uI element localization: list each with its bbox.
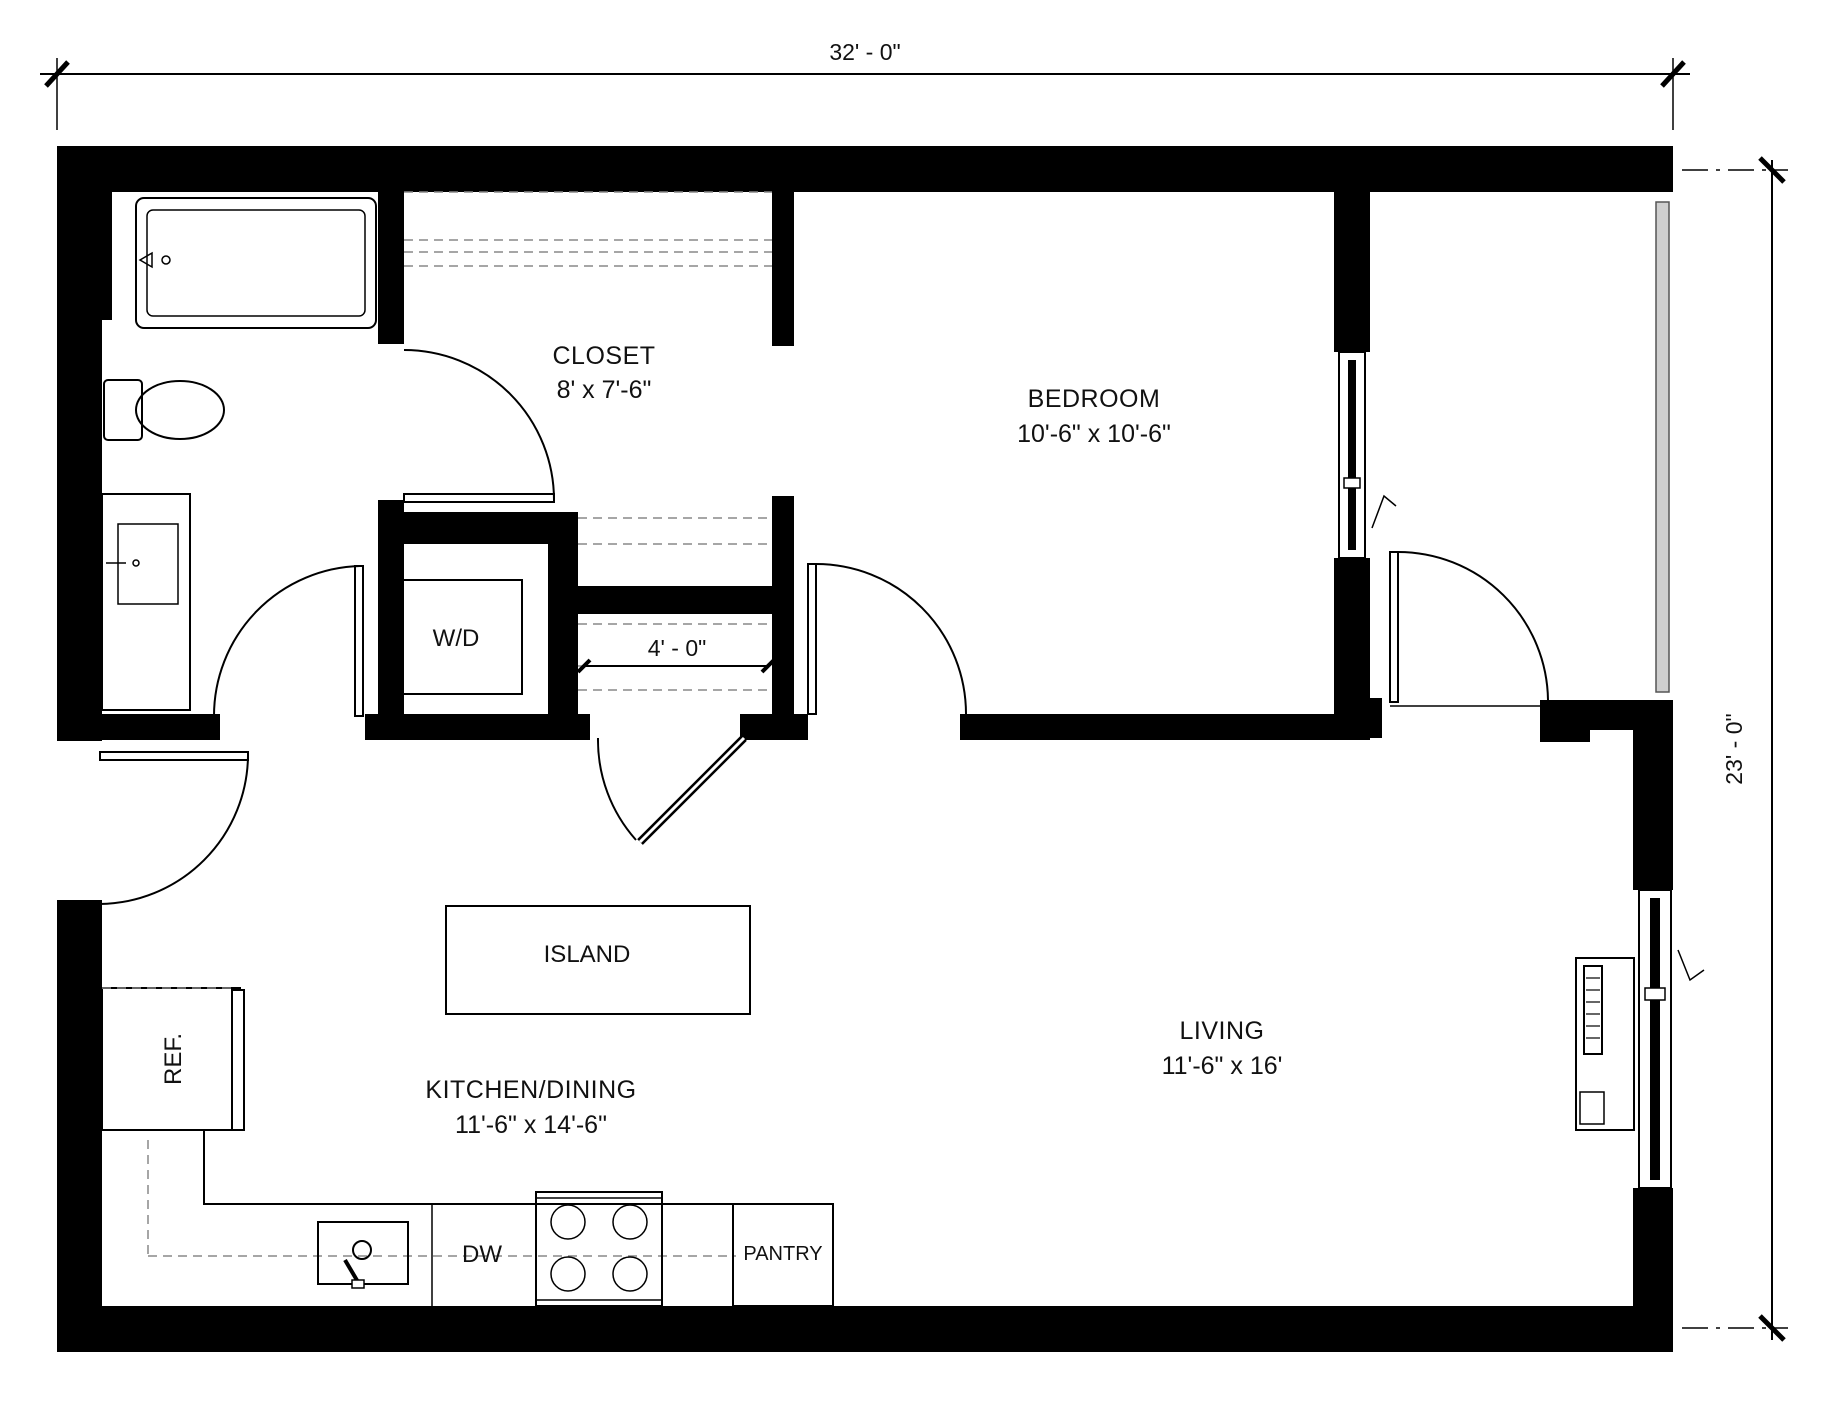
hvac-unit <box>1575 957 1635 1131</box>
room-living: LIVING 11'-6" x 16' <box>1162 1017 1283 1080</box>
pantry: PANTRY <box>732 1203 834 1307</box>
exterior-walls <box>57 146 1673 1352</box>
refrigerator: REF. <box>101 987 245 1131</box>
room-closet: CLOSET 8' x 7'-6" <box>552 342 655 404</box>
depth-dimension-label: 23' - 0" <box>1721 713 1747 784</box>
kitchen-name: KITCHEN/DINING <box>425 1076 636 1104</box>
vanity <box>101 493 191 711</box>
kitchen-sink <box>317 1221 409 1289</box>
bathtub <box>135 197 377 329</box>
closet-size: 8' x 7'-6" <box>557 376 652 404</box>
bedroom-size: 10'-6" x 10'-6" <box>1017 420 1171 448</box>
closet-shelving <box>404 191 772 691</box>
bedroom-name: BEDROOM <box>1028 385 1161 413</box>
counter <box>147 1130 736 1306</box>
room-bedroom: BEDROOM 10'-6" x 10'-6" <box>1017 385 1171 448</box>
dishwasher-label: DW <box>462 1241 502 1268</box>
living-name: LIVING <box>1180 1017 1265 1045</box>
windows <box>1338 201 1705 1189</box>
doors <box>99 349 1549 905</box>
interior-walls <box>100 192 1590 742</box>
toilet <box>103 379 225 441</box>
dimension-depth: 23' - 0" <box>1682 156 1788 1342</box>
washer-dryer: W/D <box>389 579 523 695</box>
island-label: ISLAND <box>544 941 631 968</box>
kitchen-size: 11'-6" x 14'-6" <box>455 1111 607 1139</box>
dishwasher: DW <box>462 1241 502 1268</box>
pantry-label: PANTRY <box>743 1243 822 1265</box>
closet-name: CLOSET <box>552 342 655 370</box>
closet-width-label: 4' - 0" <box>648 635 707 661</box>
refrigerator-label: REF. <box>160 1033 187 1085</box>
width-dimension-label: 32' - 0" <box>829 39 900 65</box>
living-size: 11'-6" x 16' <box>1162 1052 1283 1080</box>
island: ISLAND <box>445 905 751 1015</box>
dimension-width: 32' - 0" <box>40 39 1690 130</box>
range <box>535 1191 663 1307</box>
washer-dryer-label: W/D <box>433 625 480 652</box>
room-kitchen-dining: KITCHEN/DINING 11'-6" x 14'-6" <box>425 1076 636 1139</box>
closet-width-dimension: 4' - 0" <box>576 635 776 674</box>
